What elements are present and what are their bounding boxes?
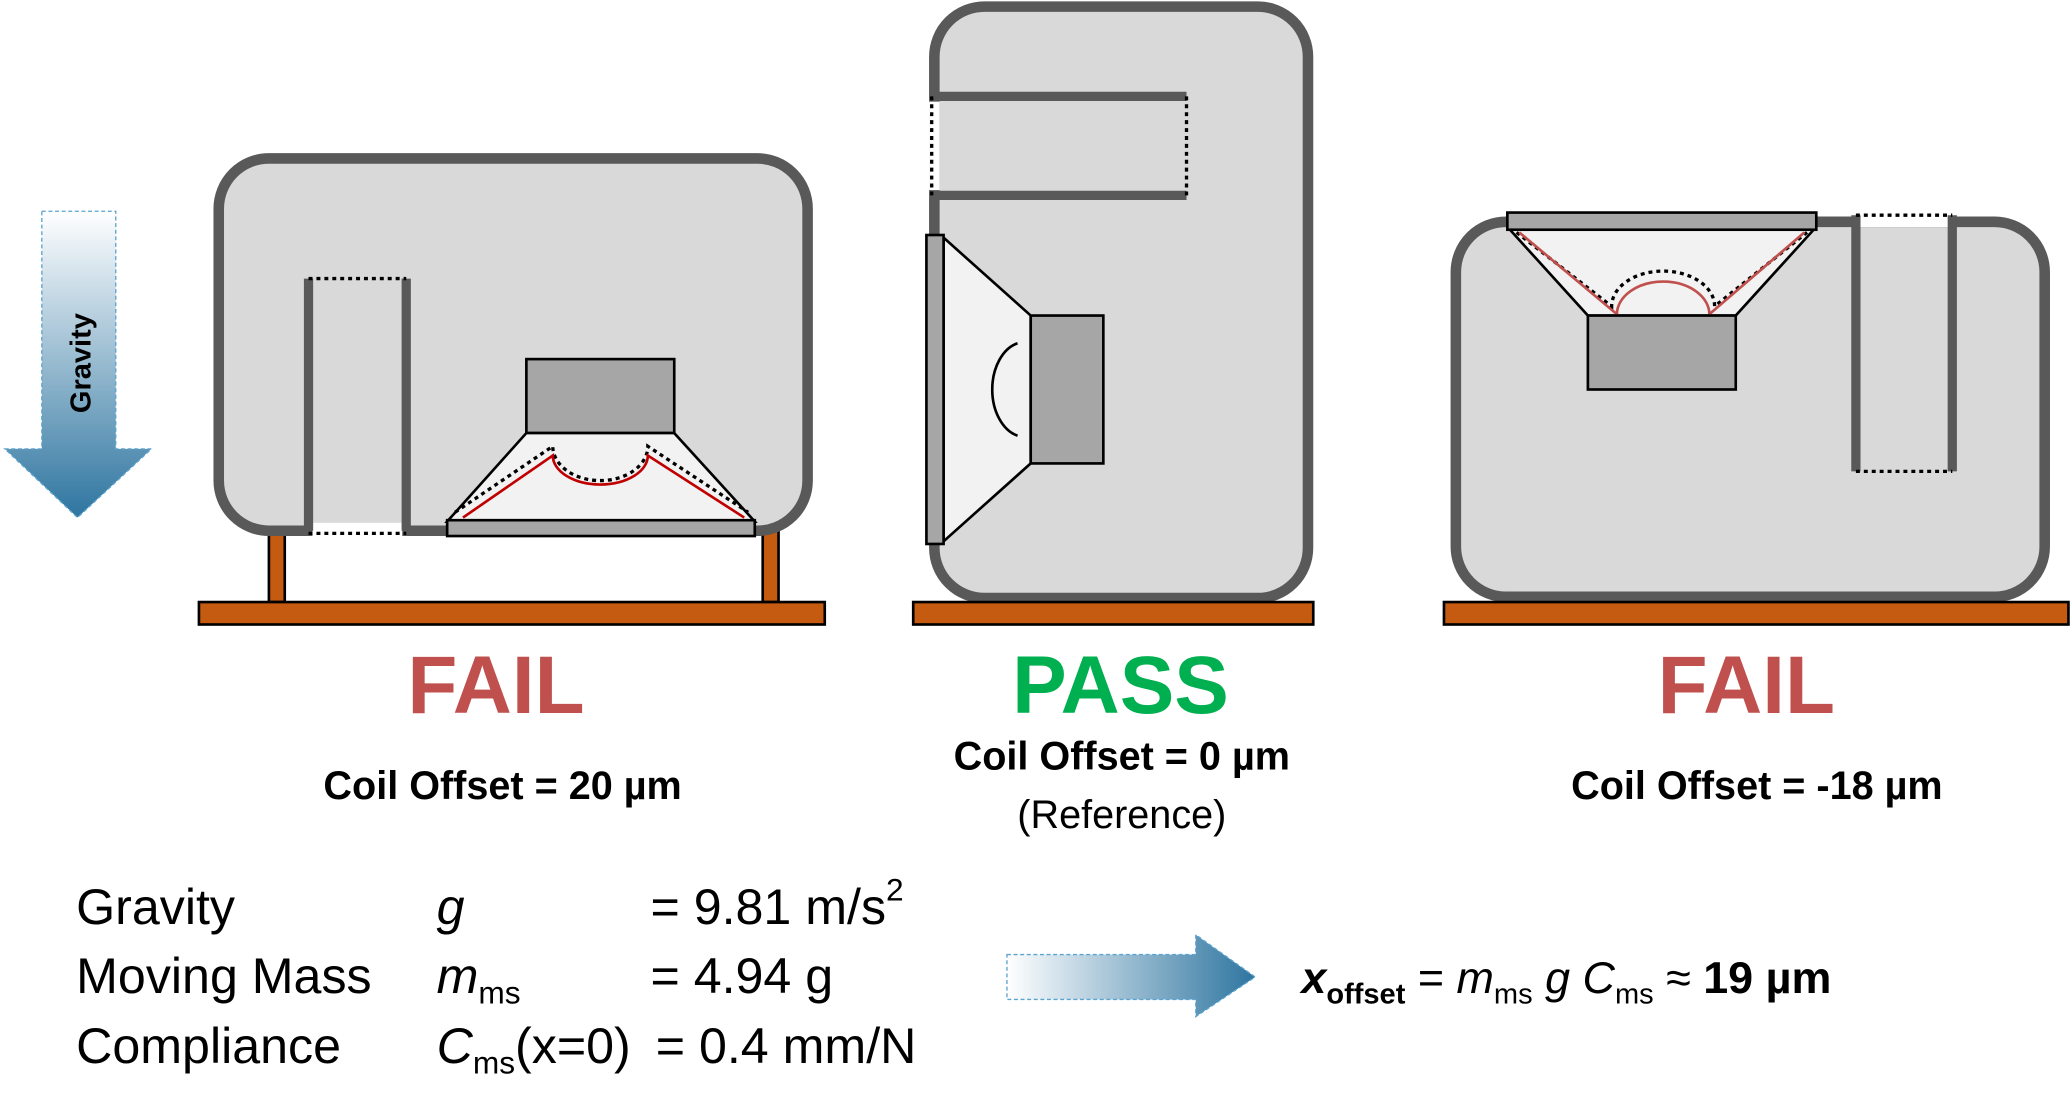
- coil-offset-middle: Coil Offset = 0 µm: [954, 735, 1290, 779]
- verdict-left: FAIL: [407, 640, 584, 731]
- base-plate: [197, 600, 827, 626]
- case-left-speaker-down: [197, 153, 827, 626]
- param-name: Moving Mass: [76, 948, 371, 1004]
- param-value: = 0.4 mm/N: [656, 1018, 917, 1074]
- param-value: = 4.94 g: [650, 948, 833, 1004]
- param-name: Compliance: [76, 1018, 341, 1074]
- case-middle-speaker-side: [911, 1, 1315, 626]
- magnet: [525, 357, 676, 435]
- param-symbol: mms: [437, 948, 521, 1011]
- offset-formula: xoffset = mms g Cms ≈ 19 µm: [1299, 952, 1831, 1011]
- param-value: = 9.81 m/s2: [650, 871, 903, 935]
- magnet: [1586, 314, 1738, 391]
- speaker-frame: [925, 233, 945, 546]
- base-plate: [1442, 600, 2070, 626]
- gravity-arrow-label: Gravity: [66, 313, 98, 413]
- leg: [761, 526, 780, 604]
- case-right-speaker-up: [1442, 211, 2070, 626]
- reference-note: (Reference): [1017, 793, 1226, 837]
- param-name: Gravity: [76, 879, 235, 935]
- parameter-table: Gravity g = 9.81 m/s2 Moving Mass mms = …: [76, 871, 916, 1080]
- param-symbol: Cms(x=0): [437, 1018, 631, 1081]
- leg: [267, 526, 287, 604]
- speaker-frame: [1506, 211, 1818, 232]
- param-symbol: g: [437, 879, 465, 935]
- verdict-right: FAIL: [1658, 640, 1835, 731]
- speaker-frame: [445, 518, 757, 538]
- magnet: [1029, 314, 1105, 465]
- base-plate: [911, 600, 1315, 626]
- coil-offset-left: Coil Offset = 20 µm: [323, 764, 681, 808]
- verdict-middle: PASS: [1012, 640, 1229, 731]
- gravity-arrow-icon: Gravity: [3, 210, 154, 519]
- coil-offset-right: Coil Offset = -18 µm: [1571, 764, 1943, 808]
- result-arrow-icon: [1006, 933, 1257, 1018]
